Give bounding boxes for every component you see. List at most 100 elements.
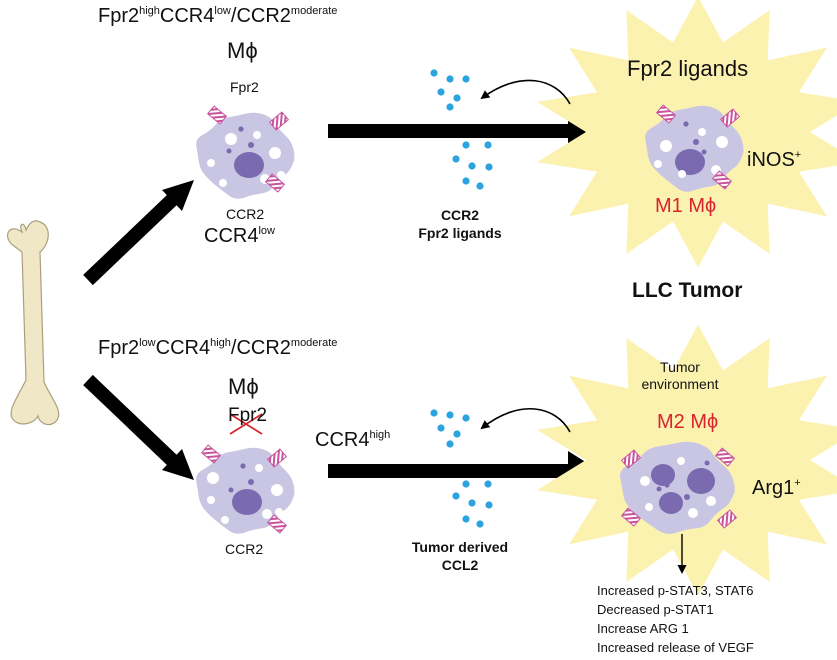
granule <box>693 139 699 145</box>
granule <box>684 494 690 500</box>
receptor-icon <box>266 514 288 534</box>
ligand-dot <box>453 94 461 102</box>
receptor-icon <box>200 444 222 464</box>
vacuole <box>207 472 219 484</box>
receptor-icon <box>719 108 741 128</box>
granule <box>656 486 662 492</box>
bone-icon <box>6 220 60 426</box>
ligand-dot <box>462 414 470 422</box>
ligand-dot <box>446 440 454 448</box>
tumor-environment-line2: environment <box>641 376 719 392</box>
ligand-dot <box>462 177 470 185</box>
nucleus <box>659 492 683 514</box>
ligand-dot <box>462 75 470 83</box>
ligand-dot <box>484 141 492 149</box>
m1-macrophage-cell <box>645 104 745 192</box>
bone-to-bottom-cell-arrow <box>83 374 194 480</box>
ligand-dot <box>430 409 438 417</box>
top-ccr2-label: CCR2 <box>226 206 265 222</box>
receptor-icon <box>268 111 290 131</box>
vacuole <box>219 179 227 187</box>
bottom-ccr4-label: CCR4high <box>315 428 391 451</box>
ligand-dot <box>485 163 493 171</box>
vacuole <box>688 508 698 518</box>
top-macrophage-cell <box>196 105 296 199</box>
ligand-dot <box>484 480 492 488</box>
vacuole <box>654 160 662 168</box>
vacuole <box>678 170 686 178</box>
receptor-icon <box>264 173 286 193</box>
top-ligand-dots <box>430 69 493 190</box>
ligand-dot <box>437 88 445 96</box>
nucleus <box>651 464 675 486</box>
top-arrow-caption-line2: Fpr2 ligands <box>418 225 502 241</box>
granule <box>664 482 670 488</box>
effect-item: Increased p-STAT3, STAT6 <box>597 583 754 598</box>
ligand-dot <box>476 182 484 190</box>
granule <box>701 149 707 155</box>
vacuole <box>706 496 716 506</box>
vacuole <box>275 508 283 516</box>
granule <box>248 479 254 485</box>
nucleus <box>232 489 262 515</box>
receptor-icon <box>716 509 738 529</box>
bottom-curved-arrow <box>480 407 571 433</box>
ligand-dot <box>453 430 461 438</box>
ligand-dot <box>452 492 460 500</box>
granule <box>248 142 254 148</box>
ligand-dot <box>446 411 454 419</box>
nucleus <box>234 152 264 178</box>
vacuole <box>698 128 706 136</box>
vacuole <box>255 464 263 472</box>
top-phenotype-label: Fpr2highCCR4low/CCR2moderate <box>98 4 338 27</box>
top-fpr2-label: Fpr2 <box>230 79 259 95</box>
receptor-icon <box>620 507 642 527</box>
vacuole <box>660 140 672 152</box>
granule <box>226 148 232 154</box>
arg1-label: Arg1+ <box>752 476 801 499</box>
inos-label: iNOS+ <box>747 148 802 171</box>
ligand-dot <box>430 69 438 77</box>
bottom-fpr2-crossed-label: Fpr2 <box>228 405 268 426</box>
effect-item: Increased release of VEGF <box>597 640 754 655</box>
vacuole <box>225 133 237 145</box>
ligand-dot <box>462 480 470 488</box>
bottom-ligand-dots <box>430 409 493 528</box>
m2-mphi-label: M2 Mϕ <box>657 411 719 433</box>
vacuole <box>271 484 283 496</box>
effect-item: Decreased p-STAT1 <box>597 602 714 617</box>
ligand-dot <box>468 499 476 507</box>
receptor-icon <box>655 104 677 124</box>
bottom-mphi-label: Mϕ <box>228 374 259 399</box>
receptor-icon <box>266 448 288 468</box>
ligand-dot <box>446 103 454 111</box>
llc-tumor-label: LLC Tumor <box>632 279 743 302</box>
granule <box>704 460 710 466</box>
granule <box>240 463 246 469</box>
ligand-dot <box>485 501 493 509</box>
bottom-phenotype-label: Fpr2lowCCR4high/CCR2moderate <box>98 336 338 359</box>
receptor-icon <box>620 449 642 469</box>
top-curved-arrow <box>480 79 571 105</box>
top-ccr4-label: CCR4low <box>204 224 275 247</box>
vacuole <box>262 509 272 519</box>
ligand-dot <box>452 155 460 163</box>
receptor-icon <box>714 447 736 467</box>
receptor-icon <box>206 105 228 125</box>
bone-to-top-cell-arrow <box>83 180 194 286</box>
granule <box>228 487 234 493</box>
ligand-dot <box>437 424 445 432</box>
bottom-macrophage-cell <box>196 444 296 534</box>
granule <box>238 126 244 132</box>
receptor-icon <box>711 170 733 190</box>
ligand-dot <box>462 515 470 523</box>
ligand-dot <box>476 520 484 528</box>
nucleus <box>675 149 705 175</box>
bottom-arrow-caption-line1: Tumor derived <box>411 539 509 555</box>
vacuole <box>677 457 685 465</box>
vacuole <box>640 476 650 486</box>
top-arrow-caption-line1: CCR2 <box>440 207 480 223</box>
vacuole <box>645 503 653 511</box>
